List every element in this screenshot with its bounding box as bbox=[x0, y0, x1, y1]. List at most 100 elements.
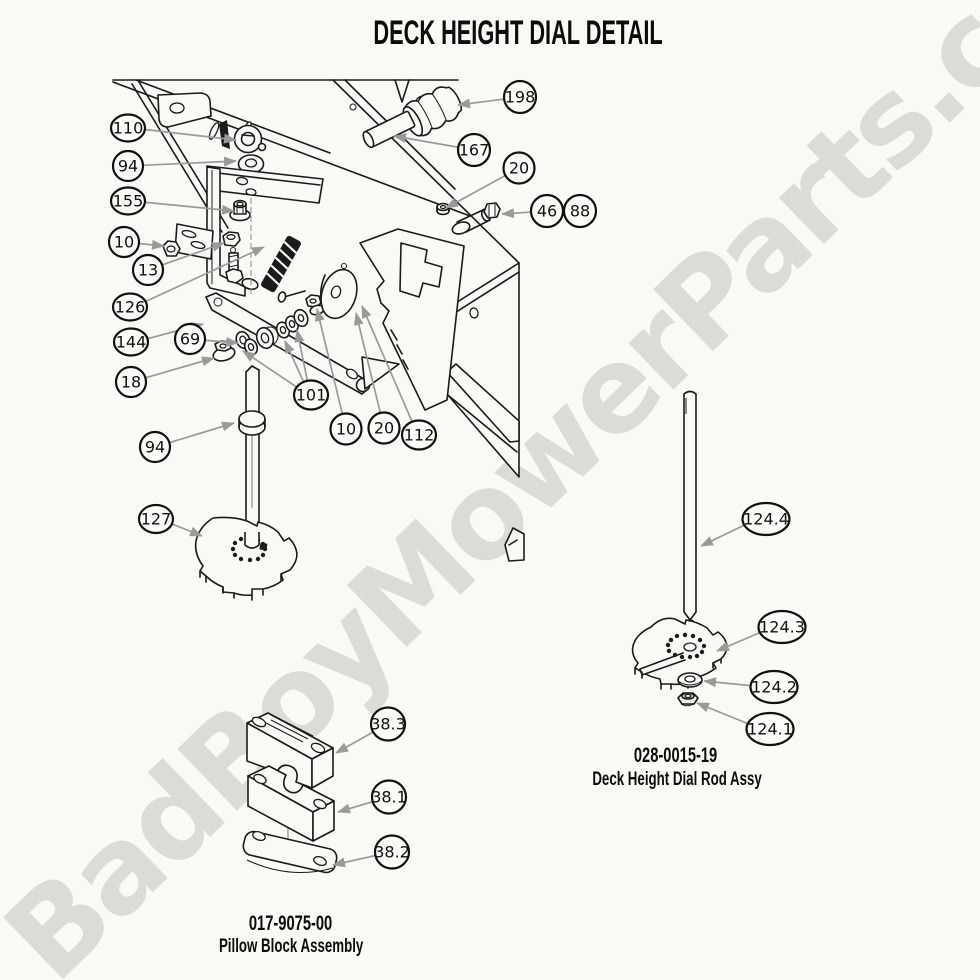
svg-text:69: 69 bbox=[180, 330, 200, 349]
callout-94: 94 bbox=[111, 149, 145, 183]
callout-38.2: 38.2 bbox=[373, 834, 411, 870]
leader-line bbox=[169, 421, 235, 444]
leader-line bbox=[337, 800, 373, 814]
washer-top bbox=[237, 154, 265, 174]
callout-101: 101 bbox=[292, 379, 330, 411]
leader-lines bbox=[138, 98, 761, 868]
svg-text:94: 94 bbox=[118, 157, 138, 176]
pillow-block-assembly bbox=[242, 712, 338, 874]
callout-20: 20 bbox=[367, 411, 401, 445]
leader-line bbox=[335, 731, 374, 754]
leader-line bbox=[457, 98, 505, 109]
leader-line bbox=[242, 350, 298, 388]
callout-124.1: 124.1 bbox=[745, 711, 795, 747]
callout-46: 46 bbox=[529, 193, 565, 229]
callout-20: 20 bbox=[502, 151, 536, 185]
svg-text:155: 155 bbox=[113, 192, 144, 211]
svg-text:20: 20 bbox=[509, 159, 529, 178]
svg-text:18: 18 bbox=[121, 373, 141, 392]
svg-text:124.1: 124.1 bbox=[747, 720, 793, 739]
svg-text:144: 144 bbox=[116, 333, 147, 352]
svg-text:124.2: 124.2 bbox=[751, 678, 797, 697]
leader-line bbox=[393, 133, 459, 149]
pillow-block-bottom bbox=[247, 765, 335, 842]
callout-94: 94 bbox=[138, 430, 172, 464]
flange-nut-small bbox=[436, 202, 450, 216]
leader-line bbox=[501, 208, 532, 219]
callout-13: 13 bbox=[131, 253, 165, 287]
callout-112: 112 bbox=[400, 419, 438, 451]
small-bolt bbox=[277, 290, 306, 303]
callout-124.3: 124.3 bbox=[757, 609, 807, 645]
callout-127: 127 bbox=[137, 503, 175, 535]
callout-124.4: 124.4 bbox=[741, 501, 791, 537]
svg-text:20: 20 bbox=[374, 419, 394, 438]
dial-knob bbox=[233, 124, 267, 154]
svg-text:126: 126 bbox=[115, 298, 146, 317]
svg-text:124.3: 124.3 bbox=[759, 618, 805, 637]
leader-line bbox=[353, 312, 382, 414]
svg-text:124.4: 124.4 bbox=[743, 510, 789, 529]
svg-text:10: 10 bbox=[336, 420, 356, 439]
pillow-base-plate bbox=[242, 830, 338, 874]
svg-text:38.3: 38.3 bbox=[370, 715, 406, 734]
leader-line bbox=[703, 677, 751, 688]
pivot-bracket bbox=[206, 166, 246, 297]
svg-text:10: 10 bbox=[114, 233, 134, 252]
leader-line bbox=[294, 329, 309, 381]
callout-155: 155 bbox=[109, 186, 147, 216]
leader-line bbox=[696, 702, 749, 725]
roller bbox=[402, 86, 463, 137]
leader-line bbox=[144, 128, 237, 144]
svg-text:38.1: 38.1 bbox=[371, 788, 407, 807]
svg-text:198: 198 bbox=[505, 88, 536, 107]
mount-plate bbox=[206, 165, 324, 204]
callout-69: 69 bbox=[173, 322, 207, 356]
pillow-block-top bbox=[246, 712, 334, 789]
callout-38.3: 38.3 bbox=[369, 706, 407, 742]
rod-assembly-name: Deck Height Dial Rod Assy bbox=[592, 769, 762, 790]
leader-line bbox=[361, 305, 413, 423]
callout-126: 126 bbox=[111, 292, 149, 322]
leader-line bbox=[700, 524, 745, 547]
leader-line bbox=[145, 246, 265, 303]
shoulder-bolt bbox=[451, 202, 501, 235]
leader-line bbox=[144, 201, 235, 215]
svg-text:110: 110 bbox=[113, 119, 144, 138]
callout-88: 88 bbox=[562, 193, 598, 229]
callout-18: 18 bbox=[114, 365, 148, 399]
rod-washer bbox=[677, 672, 703, 688]
leader-line bbox=[332, 854, 376, 868]
rod-assembly-part-number: 028-0015-19 bbox=[634, 744, 718, 767]
svg-text:38.2: 38.2 bbox=[374, 843, 410, 862]
rod-nut bbox=[677, 692, 699, 707]
flange-nut-lower bbox=[212, 340, 236, 362]
extension-spring bbox=[261, 235, 301, 293]
pillow-assembly-part-number: 017-9075-00 bbox=[249, 912, 333, 935]
leader-line bbox=[284, 340, 305, 383]
svg-text:88: 88 bbox=[570, 202, 590, 221]
page-title: DECK HEIGHT DIAL DETAIL bbox=[373, 14, 663, 52]
dial-rod-lower bbox=[238, 365, 266, 541]
svg-text:13: 13 bbox=[138, 261, 158, 280]
leader-line bbox=[138, 239, 165, 250]
pillow-assembly-name: Pillow Block Assembly bbox=[218, 936, 364, 957]
callout-110: 110 bbox=[109, 113, 147, 143]
svg-text:112: 112 bbox=[404, 426, 435, 445]
leader-line bbox=[716, 631, 761, 652]
leader-line bbox=[204, 337, 239, 347]
leader-line bbox=[145, 356, 215, 379]
leader-line bbox=[445, 174, 506, 209]
leader-line bbox=[314, 308, 344, 415]
callout-144: 144 bbox=[112, 327, 150, 357]
height-dial-plate bbox=[194, 516, 298, 601]
callout-167: 167 bbox=[456, 132, 492, 168]
hex-nut-left bbox=[162, 240, 181, 257]
svg-text:127: 127 bbox=[141, 510, 172, 529]
callout-10: 10 bbox=[107, 225, 141, 259]
leader-line bbox=[142, 156, 237, 167]
leader-line bbox=[161, 242, 225, 266]
